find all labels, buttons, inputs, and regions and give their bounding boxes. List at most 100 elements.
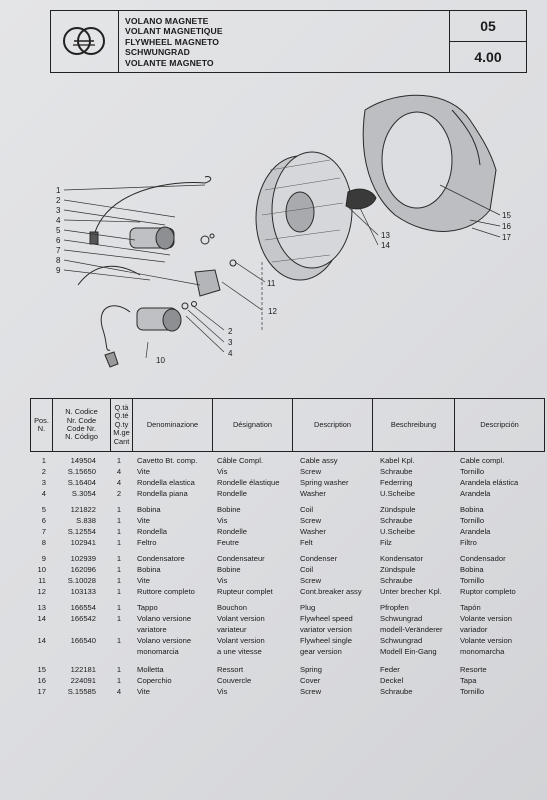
cell-pos: 15 bbox=[37, 665, 46, 674]
cell-pos: 1 bbox=[41, 456, 46, 465]
cell-it: Rondella bbox=[137, 527, 167, 536]
cell-code: 102941 bbox=[70, 538, 96, 547]
cell-code: 162096 bbox=[70, 565, 96, 574]
cell-it: variatore bbox=[137, 625, 167, 634]
cell-it: Volano versione bbox=[137, 614, 192, 623]
cell-en: Washer bbox=[300, 527, 326, 536]
cell-en: Screw bbox=[300, 516, 322, 525]
header-qty: Q.tà Q.té Q.ty M.ge Cant bbox=[111, 399, 133, 451]
header-it: Denominazione bbox=[133, 399, 213, 451]
cell-qty: 1 bbox=[116, 676, 122, 685]
cell-es: Bobina bbox=[460, 505, 484, 514]
cell-it: Condensatore bbox=[137, 554, 185, 563]
cell-de: U.Scheibe bbox=[380, 489, 416, 498]
cell-es: Arandela elástica bbox=[460, 478, 519, 487]
cell-pos: 8 bbox=[41, 538, 46, 547]
cell-es: Tornillo bbox=[460, 516, 485, 525]
cell-code: S.12554 bbox=[67, 527, 96, 536]
callout-12: 12 bbox=[268, 307, 277, 316]
cell-en: Screw bbox=[300, 467, 322, 476]
cell-en: Screw bbox=[300, 687, 322, 696]
cell-en: variator version bbox=[300, 625, 352, 634]
callout-7: 7 bbox=[56, 246, 61, 255]
cell-fr: Rondelle bbox=[217, 527, 247, 536]
cell-pos: 6 bbox=[41, 516, 46, 525]
cell-pos: 12 bbox=[37, 587, 46, 596]
cell-code: S.10028 bbox=[67, 576, 96, 585]
cell-it: Bobina bbox=[137, 565, 161, 574]
cell-qty: 1 bbox=[116, 527, 122, 536]
cell-qty: 1 bbox=[116, 538, 122, 547]
callout-4b: 4 bbox=[228, 349, 233, 358]
cell-fr: Rondelle bbox=[217, 489, 247, 498]
cell-en: Screw bbox=[300, 576, 322, 585]
cell-fr: variateur bbox=[217, 625, 247, 634]
wire-upper bbox=[94, 176, 212, 233]
cell-fr: Bobine bbox=[217, 565, 241, 574]
cell-es: Tornillo bbox=[460, 687, 485, 696]
cell-fr: Bobine bbox=[217, 505, 241, 514]
cell-es: Tornillo bbox=[460, 576, 485, 585]
cell-code: 122181 bbox=[70, 665, 96, 674]
cell-fr: Volant version bbox=[217, 636, 265, 645]
cell-code: 166540 bbox=[70, 636, 96, 645]
cell-qty: 4 bbox=[116, 687, 122, 696]
cell-de: Schraube bbox=[380, 467, 413, 476]
cell-es: Volante version bbox=[460, 636, 512, 645]
cell-pos: 10 bbox=[37, 565, 46, 574]
cell-en: Flywheel speed bbox=[300, 614, 353, 623]
cell-it: Feltro bbox=[137, 538, 157, 547]
cell-de: Pfropfen bbox=[380, 603, 409, 612]
cell-it: Rondella elastica bbox=[137, 478, 195, 487]
callout-15: 15 bbox=[502, 211, 511, 220]
cell-pos: 9 bbox=[41, 554, 46, 563]
cell-en: Washer bbox=[300, 489, 326, 498]
cell-de: Schraube bbox=[380, 687, 413, 696]
cell-qty: 2 bbox=[116, 489, 122, 498]
cell-pos: 11 bbox=[38, 576, 46, 585]
cell-it: Vite bbox=[137, 687, 150, 696]
callout-5: 5 bbox=[56, 226, 61, 235]
cell-en: Flywheel single bbox=[300, 636, 352, 645]
cell-pos: 17 bbox=[37, 687, 46, 696]
cell-pos: 14 bbox=[37, 636, 46, 645]
cell-code: 121822 bbox=[70, 505, 96, 514]
cell-qty: 4 bbox=[116, 467, 122, 476]
cell-pos: 14 bbox=[37, 614, 46, 623]
cell-it: Rondella piana bbox=[137, 489, 188, 498]
cell-es: Arandela bbox=[460, 527, 491, 536]
header-es: Descripción bbox=[480, 419, 519, 429]
cell-de: Modell Ein-Gang bbox=[380, 647, 437, 656]
callout-3b: 3 bbox=[228, 338, 233, 347]
cell-fr: Couvercle bbox=[217, 676, 252, 685]
code-cell: 05 4.00 bbox=[449, 11, 526, 72]
cell-qty: 1 bbox=[116, 554, 122, 563]
cell-de: Unter brecher Kpl. bbox=[380, 587, 442, 596]
cell-es: Condensador bbox=[460, 554, 506, 563]
cell-en: Felt bbox=[300, 538, 313, 547]
cell-code: 149504 bbox=[70, 456, 96, 465]
cell-qty: 1 bbox=[116, 665, 122, 674]
cell-it: Bobina bbox=[137, 505, 161, 514]
cell-fr: Bouchon bbox=[217, 603, 247, 612]
cell-en: Spring bbox=[300, 665, 322, 674]
cell-code: S.15585 bbox=[67, 687, 96, 696]
cell-code: 166554 bbox=[70, 603, 96, 612]
header-en: Description bbox=[293, 399, 373, 451]
callout-11: 11 bbox=[267, 279, 276, 288]
cell-it: Vite bbox=[137, 576, 150, 585]
cell-de: Schraube bbox=[380, 516, 413, 525]
group-number: 05 bbox=[450, 11, 526, 42]
cell-de: Kabel Kpl. bbox=[380, 456, 415, 465]
cell-en: Condenser bbox=[300, 554, 338, 563]
cell-es: monomarcha bbox=[460, 647, 505, 656]
cell-fr: Feutre bbox=[217, 538, 239, 547]
cell-fr: Condensateur bbox=[217, 554, 265, 563]
cell-code: S.3054 bbox=[71, 489, 96, 498]
